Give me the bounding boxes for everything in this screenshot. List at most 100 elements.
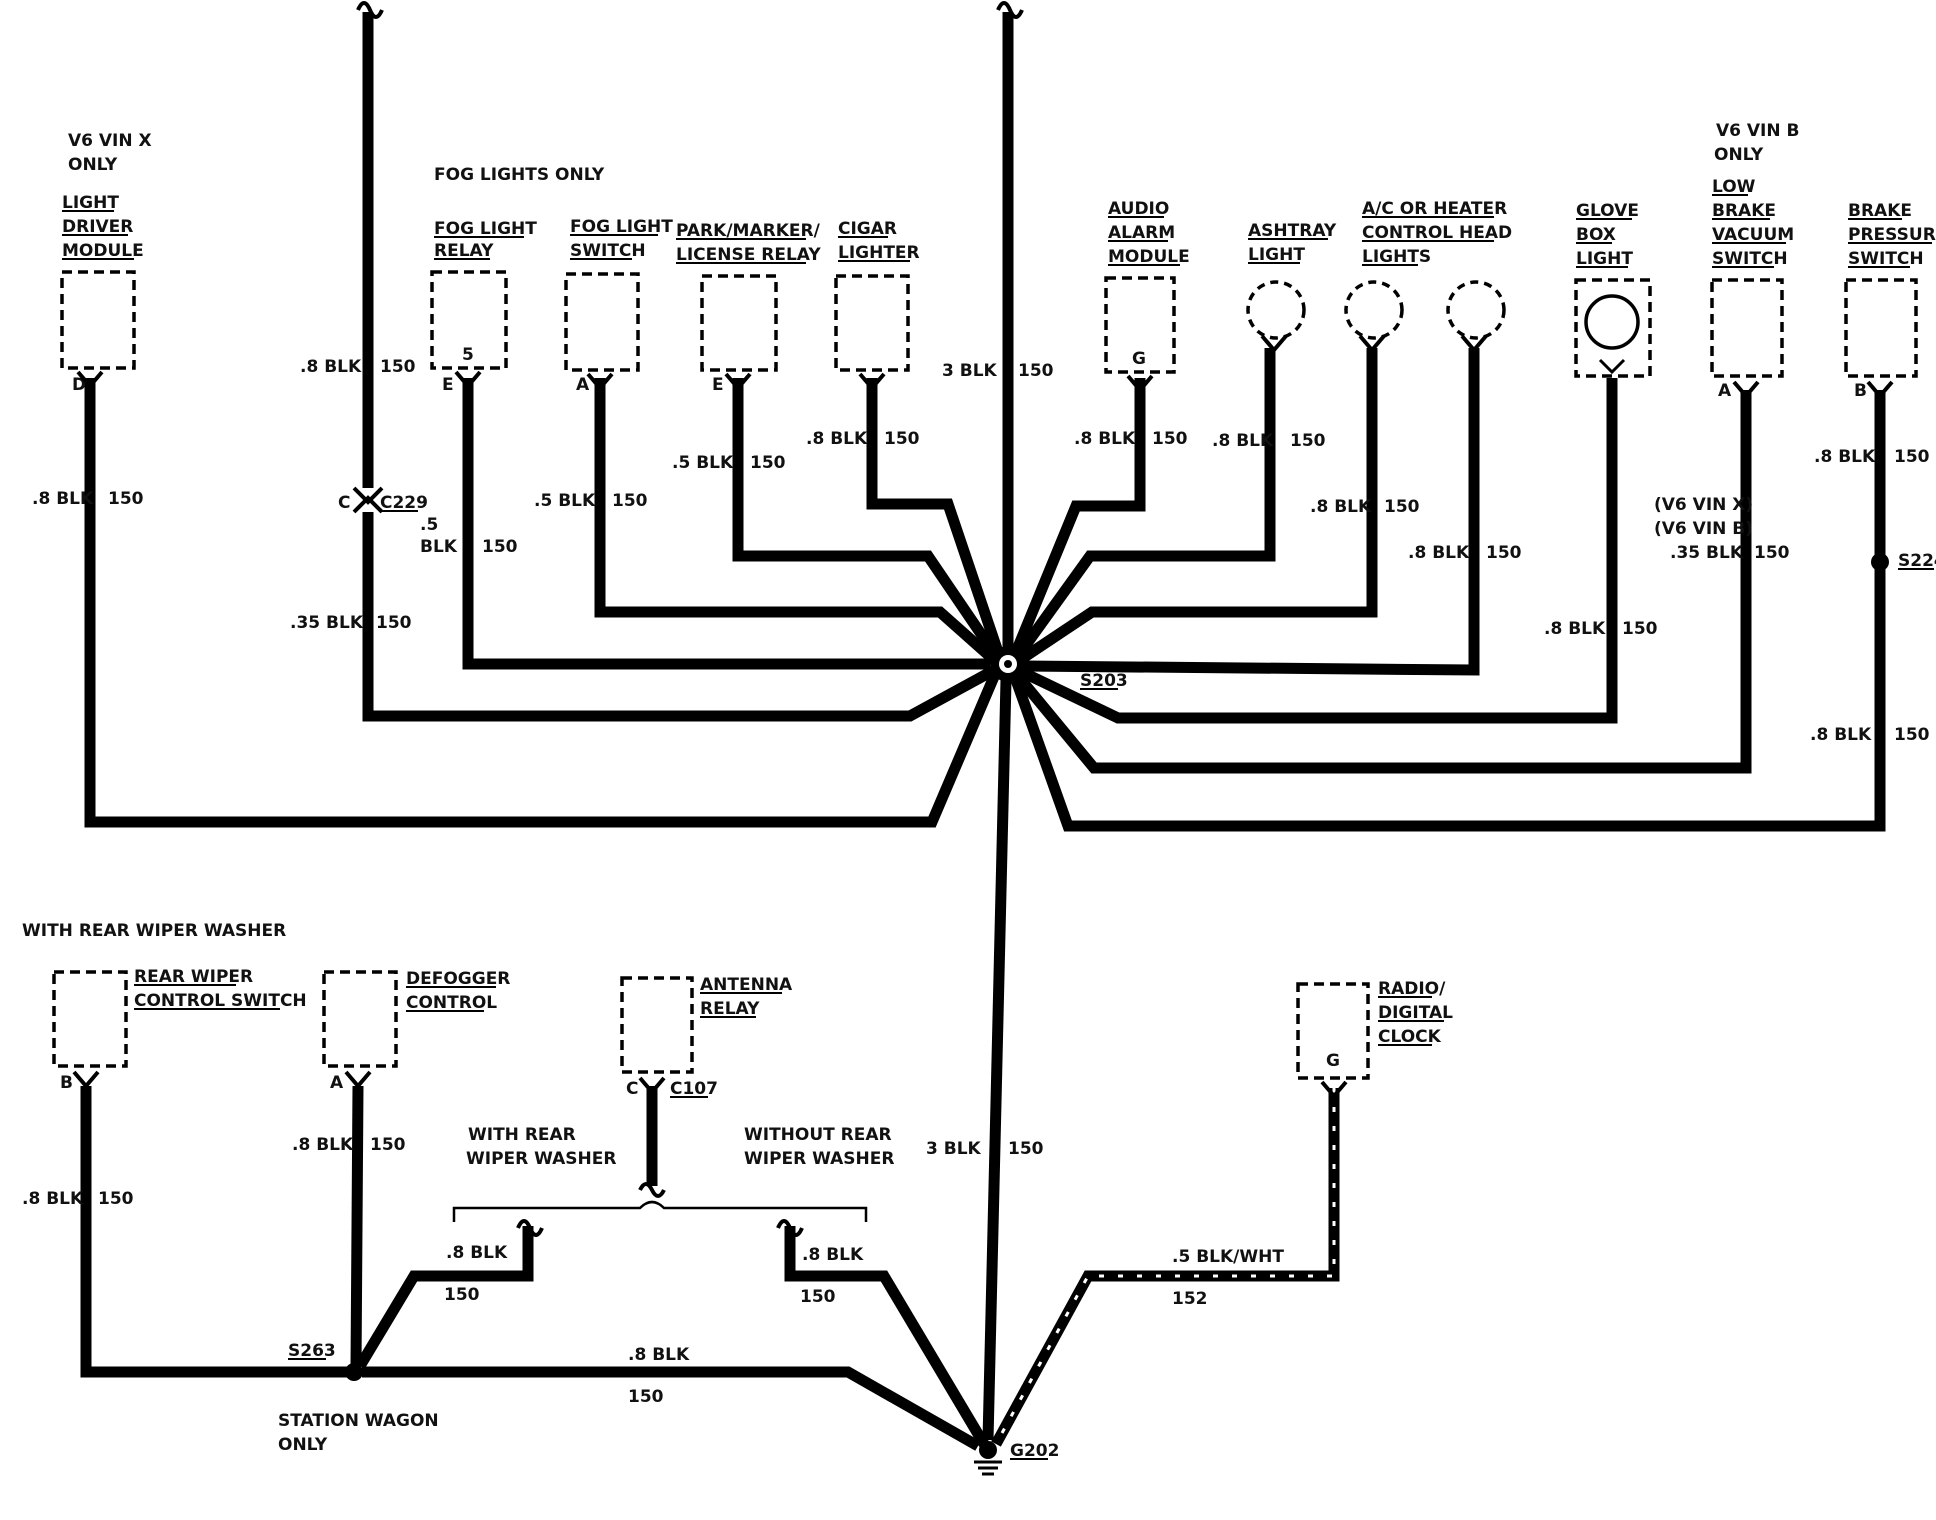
antenna-break-mark xyxy=(638,1182,666,1198)
cigar-name-1: CIGAR xyxy=(838,219,897,239)
fog-switch-name-1: FOG LIGHT xyxy=(570,217,673,237)
radio-digital-clock: G RADIO/ DIGITAL CLOCK xyxy=(1296,979,1453,1100)
brake-name-2: PRESSURE xyxy=(1848,225,1936,245)
label-brake-bot-circ: 150 xyxy=(1894,725,1930,745)
wire-defogger xyxy=(350,1085,364,1367)
label-radio-gauge: .5 BLK/WHT xyxy=(1172,1247,1284,1267)
park-relay-pin: E xyxy=(712,375,724,395)
fog-relay-inner: 5 xyxy=(462,345,474,365)
antenna-relay: ANTENNA RELAY C C107 xyxy=(620,975,793,1099)
splice-s263: S263 STATION WAGON ONLY xyxy=(278,1341,439,1455)
break-mark-left xyxy=(356,1,384,19)
wire-brake-pressure xyxy=(1010,390,1886,832)
label-s263-gauge: .8 BLK xyxy=(628,1345,690,1365)
label-low-brake-circ: 150 xyxy=(1754,543,1790,563)
low-brake-pin: A xyxy=(1718,381,1732,401)
label-ac2-gauge: .8 BLK xyxy=(1408,543,1470,563)
break-mark-center xyxy=(996,1,1024,19)
ashtray-light: ASHTRAY LIGHT xyxy=(1246,221,1337,354)
wire-labels-lower: .8 BLK 150 .8 BLK 150 .8 BLK 150 .8 BLK … xyxy=(22,1135,1284,1407)
with-rear-wiper-washer-label: WITH REAR WIPER WASHER xyxy=(22,921,286,941)
ac-lamp-1 xyxy=(1344,280,1404,340)
cigar-lighter: CIGAR LIGHTER xyxy=(834,219,920,392)
low-brake-name-1: LOW xyxy=(1712,177,1756,197)
label-brake-top-gauge: .8 BLK xyxy=(1814,447,1876,467)
rear-wiper-box xyxy=(52,970,128,1068)
ac-lamp-2 xyxy=(1446,280,1506,340)
label-glove-gauge: .8 BLK xyxy=(1544,619,1606,639)
glove-lamp xyxy=(1584,294,1640,350)
label-audio-gauge: .8 BLK xyxy=(1074,429,1136,449)
low-brake-note-2: ONLY xyxy=(1714,145,1764,165)
label-light-driver-circ: 150 xyxy=(108,489,144,509)
low-brake-name-4: SWITCH xyxy=(1712,249,1788,269)
ground-g202: G202 xyxy=(974,1441,1059,1476)
label-park-circ: 150 xyxy=(750,453,786,473)
wire-center-down xyxy=(982,679,1012,1441)
wire-rear-wiper xyxy=(80,1086,352,1378)
s224-label: S224 xyxy=(1898,551,1936,571)
low-brake-name-3: VACUUM xyxy=(1712,225,1794,245)
fog-lights-only-label: FOG LIGHTS ONLY xyxy=(434,165,605,185)
light-driver-module: V6 VIN X ONLY LIGHT DRIVER MODULE D xyxy=(60,131,152,395)
fog-relay-name-2: RELAY xyxy=(434,241,494,261)
glove-name-1: GLOVE xyxy=(1576,201,1639,221)
audio-name-1: AUDIO xyxy=(1108,199,1169,219)
park-marker-license-relay: PARK/MARKER/ LICENSE RELAY E xyxy=(676,221,821,395)
label-center-top-circ: 150 xyxy=(1018,361,1054,381)
rear-wiper-name-2: CONTROL SWITCH xyxy=(134,991,307,1011)
wire-s263-to-g202 xyxy=(362,1366,981,1451)
radio-box xyxy=(1296,982,1370,1080)
fog-relay-pin: E xyxy=(442,375,454,395)
defogger-control: DEFOGGER CONTROL A xyxy=(322,969,510,1093)
park-relay-name-1: PARK/MARKER/ xyxy=(676,221,821,241)
label-c229-gauge: .35 BLK xyxy=(290,613,364,633)
with-wiper-label-1: WITH REAR xyxy=(468,1125,576,1145)
brake-name-3: SWITCH xyxy=(1848,249,1924,269)
fog-switch-pin: A xyxy=(576,375,590,395)
wire-ac1 xyxy=(1016,348,1378,665)
label-low-brake-note2: (V6 VIN B) xyxy=(1654,519,1753,539)
wires-lower xyxy=(80,1085,1340,1451)
glove-name-3: LIGHT xyxy=(1576,249,1633,269)
audio-name-2: ALARM xyxy=(1108,223,1175,243)
wire-radio xyxy=(991,1088,1340,1447)
label-without-circ: 150 xyxy=(800,1287,836,1307)
label-rear-wiper-gauge: .8 BLK xyxy=(22,1189,84,1209)
low-brake-name-2: BRAKE xyxy=(1712,201,1776,221)
label-fog-switch-gauge: .5 BLK xyxy=(534,491,596,511)
g202-label: G202 xyxy=(1010,1441,1059,1461)
fog-switch-name-2: SWITCH xyxy=(570,241,646,261)
splice-s224: S224 xyxy=(1871,551,1936,571)
light-driver-name-2: DRIVER xyxy=(62,217,133,237)
label-ac1-gauge: .8 BLK xyxy=(1310,497,1372,517)
without-wiper-label-2: WIPER WASHER xyxy=(744,1149,894,1169)
low-brake-box xyxy=(1710,278,1784,378)
label-cigar-circ: 150 xyxy=(884,429,920,449)
light-driver-note-1: V6 VIN X xyxy=(68,131,152,151)
wires-upper xyxy=(84,12,1886,1441)
fog-relay-box xyxy=(430,270,508,370)
glove-box-light: GLOVE BOX LIGHT xyxy=(1574,201,1652,378)
label-brake-top-circ: 150 xyxy=(1894,447,1930,467)
wire-audio-alarm xyxy=(1010,378,1146,655)
label-rear-wiper-circ: 150 xyxy=(98,1189,134,1209)
radio-name-1: RADIO/ xyxy=(1378,979,1446,999)
without-wiper-label-1: WITHOUT REAR xyxy=(744,1125,892,1145)
defogger-name-1: DEFOGGER xyxy=(406,969,510,989)
label-fog-relay-gauge2: BLK xyxy=(420,537,458,557)
wire-ac2 xyxy=(1023,348,1480,676)
label-center-bot-circ: 150 xyxy=(1008,1139,1044,1159)
label-defogger-gauge: .8 BLK xyxy=(292,1135,354,1155)
brake-pin: B xyxy=(1854,381,1867,401)
label-c229-circ: 150 xyxy=(376,613,412,633)
defogger-pin: A xyxy=(330,1073,344,1093)
ac-name-1: A/C OR HEATER xyxy=(1362,199,1507,219)
park-relay-name-2: LICENSE RELAY xyxy=(676,245,821,265)
antenna-name-1: ANTENNA xyxy=(700,975,793,995)
wire-glove xyxy=(1019,378,1618,724)
wire-labels-upper: .8 BLK 150 .35 BLK 150 .8 BLK 150 .5 BLK… xyxy=(32,357,1930,745)
wire-fog-relay xyxy=(462,378,990,670)
label-defogger-circ: 150 xyxy=(370,1135,406,1155)
